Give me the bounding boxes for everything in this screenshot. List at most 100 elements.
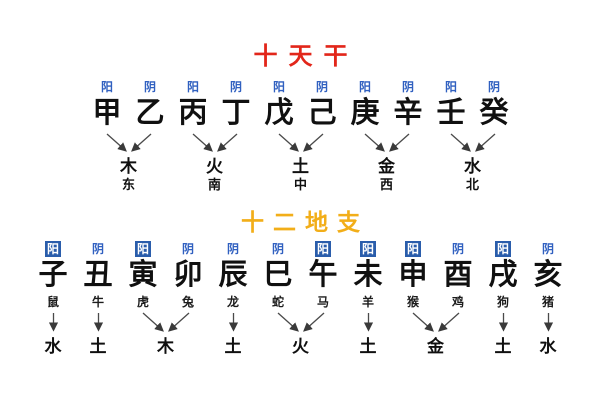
- element-label: 水: [539, 337, 557, 356]
- converge-arrow-icon: [412, 312, 459, 332]
- stems-row: 阳 甲 阴 乙 木 东 阳 丙 阴: [0, 79, 601, 193]
- yin-label: 阴: [229, 80, 242, 94]
- yang-label: 阳: [444, 80, 457, 94]
- yang-label: 阳: [272, 80, 285, 94]
- element-label: 土: [359, 337, 377, 356]
- yang-label: 阳: [494, 241, 511, 257]
- yang-label: 阳: [358, 80, 371, 94]
- branches-row: 阳 子 鼠 水 阴 丑 牛 土 阳 寅: [0, 241, 601, 357]
- yin-label: 阴: [401, 80, 414, 94]
- element-label: 金: [427, 337, 444, 356]
- branch-group-yin-mao: 阳 寅 虎 阴 卯 兔 木: [121, 241, 211, 357]
- branch-group-si-wu: 阴 巳 蛇 阳 午 马 火: [256, 241, 346, 357]
- stem-group-water: 阳 壬 阴 癸 水 北: [430, 79, 516, 193]
- element-label: 土: [494, 337, 512, 356]
- yang-label: 阳: [44, 241, 61, 257]
- down-arrow-icon: [93, 313, 103, 332]
- branch-char: 丑: [83, 259, 113, 291]
- converge-arrow-icon: [142, 312, 189, 332]
- yin-label: 阴: [487, 80, 500, 94]
- down-arrow-icon: [363, 313, 373, 332]
- direction-label: 北: [465, 177, 479, 192]
- element-label: 土: [292, 157, 309, 176]
- yin-label: 阴: [451, 242, 464, 256]
- yin-label: 阴: [226, 242, 239, 256]
- stem-char: 己: [307, 97, 337, 129]
- branches-section-title: 十二地支: [241, 209, 369, 235]
- branch-group-chou: 阴 丑 牛 土: [76, 241, 121, 357]
- stem-char: 癸: [479, 97, 509, 129]
- branch-char: 子: [38, 259, 68, 291]
- zodiac-animal-label: 鼠: [46, 295, 59, 309]
- zodiac-animal-label: 猪: [541, 295, 554, 309]
- element-label: 火: [206, 157, 223, 176]
- yin-label: 阴: [181, 242, 194, 256]
- stem-char: 戊: [264, 97, 294, 129]
- element-label: 土: [89, 337, 107, 356]
- branch-group-hai: 阴 亥 猪 水: [526, 241, 571, 357]
- zodiac-animal-label: 龙: [226, 295, 239, 309]
- direction-label: 南: [207, 177, 221, 192]
- stem-char: 乙: [135, 97, 165, 129]
- yang-label: 阳: [186, 80, 199, 94]
- zodiac-animal-label: 羊: [361, 295, 374, 309]
- stem-group-fire: 阳 丙 阴 丁 火 南: [172, 79, 258, 193]
- stem-group-earth: 阳 戊 阴 己 土 中: [258, 79, 344, 193]
- element-label: 木: [157, 337, 174, 356]
- yin-label: 阴: [315, 80, 328, 94]
- yang-label: 阳: [314, 241, 331, 257]
- stem-char: 丙: [178, 97, 208, 129]
- branch-group-wei: 阳 未 羊 土: [346, 241, 391, 357]
- stem-char: 庚: [350, 97, 380, 129]
- branch-char: 未: [353, 259, 383, 291]
- branch-group-shen-you: 阳 申 猴 阴 酉 鸡 金: [391, 241, 481, 357]
- direction-label: 中: [293, 177, 307, 192]
- down-arrow-icon: [228, 313, 238, 332]
- stem-char: 壬: [436, 97, 466, 129]
- yin-label: 阴: [541, 242, 554, 256]
- zodiac-animal-label: 蛇: [271, 295, 284, 309]
- branch-char: 午: [308, 259, 338, 291]
- stem-char: 丁: [221, 97, 251, 129]
- branch-group-chen: 阴 辰 龙 土: [211, 241, 256, 357]
- zodiac-animal-label: 兔: [181, 295, 194, 309]
- converge-arrow-icon: [106, 133, 151, 152]
- down-arrow-icon: [498, 313, 508, 332]
- yang-label: 阳: [404, 241, 421, 257]
- branch-char: 巳: [263, 259, 293, 291]
- stems-section-title: 十天干: [253, 43, 359, 70]
- element-label: 土: [224, 337, 242, 356]
- branch-char: 戌: [488, 259, 518, 291]
- element-label: 火: [292, 337, 309, 356]
- branch-char: 酉: [443, 259, 473, 291]
- yang-label: 阳: [359, 241, 376, 257]
- branch-char: 辰: [218, 259, 248, 291]
- element-label: 水: [464, 157, 481, 176]
- branch-char: 申: [398, 259, 428, 291]
- branch-char: 亥: [533, 259, 563, 291]
- zodiac-animal-label: 牛: [91, 295, 104, 309]
- down-arrow-icon: [543, 313, 553, 332]
- stem-char: 甲: [92, 97, 122, 129]
- yang-label: 阳: [134, 241, 151, 257]
- stem-char: 辛: [393, 97, 423, 129]
- yin-label: 阴: [91, 242, 104, 256]
- element-label: 金: [378, 157, 395, 176]
- branch-char: 卯: [173, 259, 203, 291]
- zodiac-animal-label: 猴: [406, 295, 419, 309]
- yin-label: 阴: [143, 80, 156, 94]
- stem-group-metal: 阳 庚 阴 辛 金 西: [344, 79, 430, 193]
- converge-arrow-icon: [277, 312, 324, 332]
- converge-arrow-icon: [364, 133, 409, 152]
- element-label: 木: [120, 157, 137, 176]
- stem-group-wood: 阳 甲 阴 乙 木 东: [86, 79, 172, 193]
- zodiac-animal-label: 狗: [496, 295, 509, 309]
- branch-group-zi: 阳 子 鼠 水: [31, 241, 76, 357]
- converge-arrow-icon: [192, 133, 237, 152]
- branch-group-xu: 阳 戌 狗 土: [481, 241, 526, 357]
- direction-label: 东: [121, 177, 135, 192]
- direction-label: 西: [379, 177, 393, 192]
- converge-arrow-icon: [450, 133, 495, 152]
- element-label: 水: [44, 337, 62, 356]
